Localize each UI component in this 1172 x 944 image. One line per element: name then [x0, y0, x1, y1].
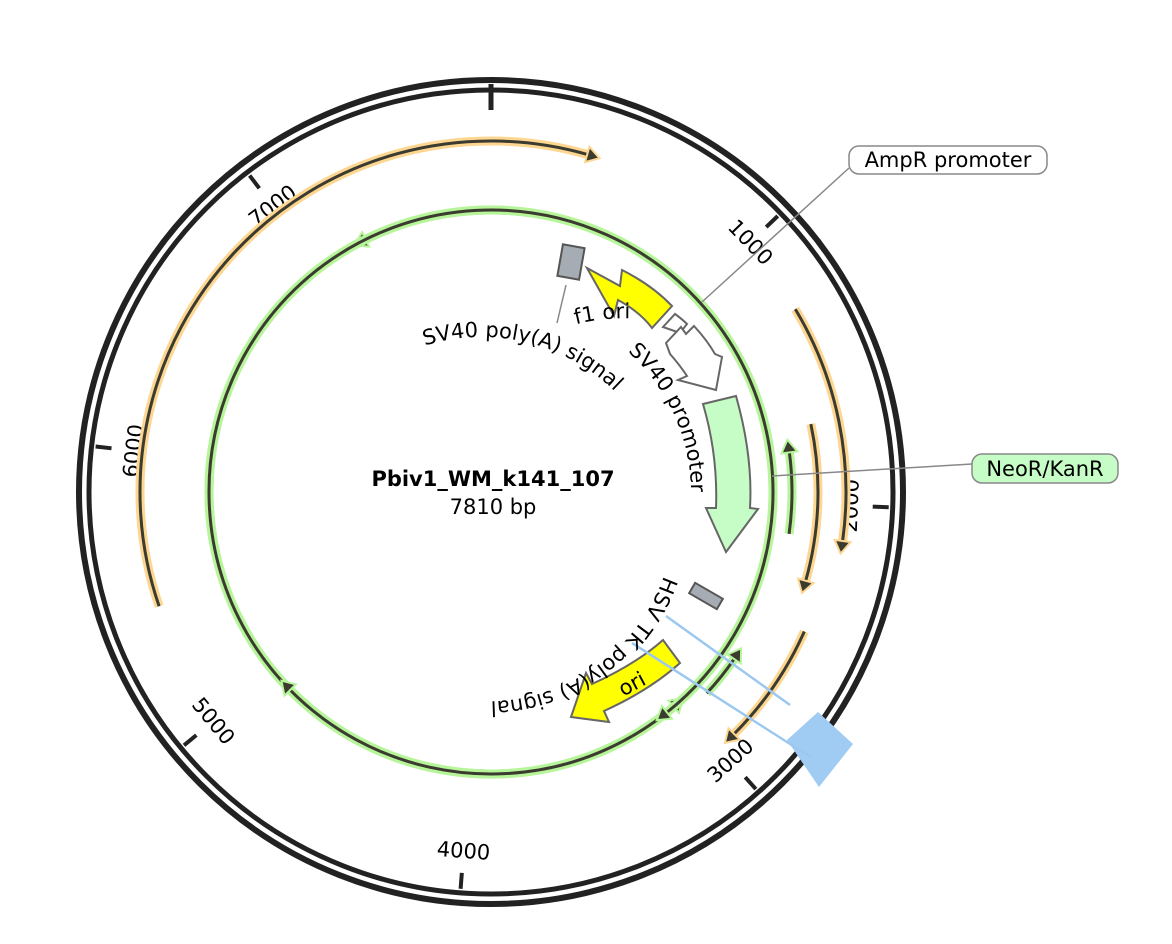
orf-arc — [804, 423, 820, 582]
tick-mark — [458, 872, 464, 889]
tick-mark — [872, 504, 889, 510]
sv40-polya-block — [556, 243, 586, 281]
neor-callout-line — [771, 463, 973, 477]
tick-mark — [743, 775, 758, 791]
orf-arrowhead — [655, 704, 674, 722]
sv40-polya-label-text: SV40 poly(A) signal — [420, 318, 628, 395]
neor-kanr-callout[interactable]: NeoR/KanR — [971, 453, 1119, 484]
orf-arrowhead — [779, 437, 800, 455]
neor-kanr-callout-label: NeoR/KanR — [986, 457, 1103, 481]
ampr-promoter-callout-line — [701, 167, 850, 303]
tick-label: 5000 — [187, 693, 240, 750]
orf-arrowhead — [583, 144, 602, 164]
f1-ori-label: f1 ori — [572, 299, 631, 329]
hsv-tk-polya-block — [687, 581, 725, 611]
feature-arrows — [556, 243, 760, 724]
orf-arc — [794, 308, 848, 542]
orf-arc — [207, 208, 775, 776]
ampr-promoter-callout-label: AmpR promoter — [865, 148, 1032, 172]
sv40-polya-label: SV40 poly(A) signal — [420, 318, 628, 395]
primer-site — [787, 712, 853, 787]
orf-arc-halo — [730, 629, 809, 738]
tick-mark — [95, 444, 112, 451]
primer-callout-line-b — [631, 641, 813, 760]
orf-arc — [138, 139, 588, 607]
orf-arcs — [135, 136, 853, 779]
orf-arrowhead — [725, 646, 743, 666]
backbone-outer-ring — [76, 77, 906, 907]
tick-mark — [764, 214, 780, 229]
orf-arrowhead — [833, 538, 853, 556]
tick-mark — [182, 733, 198, 747]
orf-arc — [733, 630, 806, 736]
orf-arrowhead — [280, 679, 298, 698]
f1-ori-arrow — [584, 265, 674, 330]
tick-mark — [248, 174, 261, 190]
ori-arrow — [569, 638, 682, 724]
orf-arrowhead — [796, 577, 816, 595]
neor-kanr-arrow — [701, 394, 760, 554]
neor-kanr-callout-box — [971, 453, 1119, 484]
ampr-promoter-callout[interactable]: AmpR promoter — [848, 145, 1048, 175]
f1-ori-callout-line — [556, 284, 567, 324]
plasmid-name: Pbiv1_WM_k141_107 — [371, 467, 614, 491]
tick-label: 4000 — [436, 837, 491, 865]
primer-site-block — [787, 712, 853, 787]
ampr-promoter-callout-box — [848, 145, 1048, 175]
sv40-promoter-arrow — [664, 324, 724, 392]
plasmid-length: 7810 bp — [450, 495, 537, 519]
primer-callout-line-a — [665, 614, 791, 707]
f1-ori-label-text: f1 ori — [572, 299, 631, 329]
orf-arc — [289, 688, 323, 719]
orf-arrowhead — [723, 726, 742, 745]
orf-arc — [787, 452, 794, 535]
